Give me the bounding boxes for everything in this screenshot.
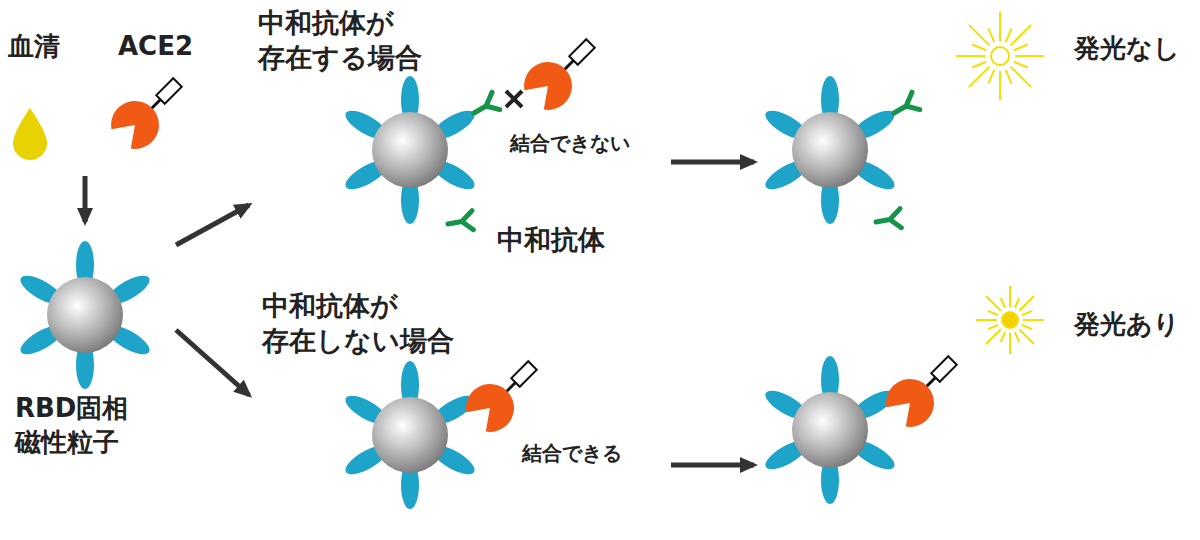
ace2-symbol bbox=[524, 39, 595, 110]
binding-note: 結合できない bbox=[510, 130, 630, 156]
reagent-label: 血清 bbox=[8, 30, 60, 64]
ace2-symbol bbox=[111, 78, 182, 149]
star-ray bbox=[1006, 70, 1012, 84]
star-ray bbox=[989, 28, 995, 42]
star-ray bbox=[976, 319, 997, 321]
antibody-label: 中和抗体 bbox=[497, 222, 605, 257]
step-group: 発光なし bbox=[760, 5, 1192, 265]
step-group: 中和抗体が 存在する場合結合できない中和抗体 bbox=[255, 5, 665, 270]
star-ray bbox=[1015, 55, 1044, 57]
star-ray bbox=[988, 311, 998, 315]
step-group: 血清 ACE2 bbox=[5, 10, 215, 170]
star-ray bbox=[1009, 286, 1011, 307]
cross-mark bbox=[506, 91, 522, 107]
antibody-symbol bbox=[890, 92, 922, 121]
star-ray bbox=[1014, 45, 1028, 51]
star-ray bbox=[1014, 62, 1028, 68]
step-group: RBD固相 磁性粒子 bbox=[5, 228, 170, 478]
condition-heading: 中和抗体が 存在しない場合 bbox=[262, 288, 454, 358]
light-star bbox=[976, 286, 1044, 354]
no-light-star bbox=[956, 12, 1044, 100]
condition-heading: 中和抗体が 存在する場合 bbox=[258, 5, 422, 75]
star-ray bbox=[1001, 332, 1005, 342]
star-ray bbox=[956, 55, 985, 57]
magnetic-particle bbox=[341, 361, 478, 509]
star-ray bbox=[1011, 25, 1032, 46]
star-ray bbox=[999, 71, 1001, 100]
reagent-label: ACE2 bbox=[118, 30, 193, 64]
star-core bbox=[991, 47, 1009, 65]
star-core bbox=[1002, 312, 1018, 328]
star-ray bbox=[1022, 325, 1032, 329]
magnetic-particle bbox=[761, 76, 898, 224]
magnetic-particle bbox=[761, 356, 898, 504]
step-group: 中和抗体が 存在しない場合結合できる bbox=[255, 285, 665, 535]
ace2-symbol bbox=[466, 361, 537, 432]
star-ray bbox=[1019, 296, 1034, 311]
star-ray bbox=[989, 70, 995, 84]
serum-drop bbox=[13, 108, 47, 160]
magnetic-particle bbox=[341, 76, 478, 224]
binding-note: 結合できる bbox=[522, 440, 622, 466]
flow-arrow bbox=[83, 176, 88, 222]
star-ray bbox=[1011, 67, 1032, 88]
flow-arrow bbox=[176, 330, 249, 395]
antibody-symbol bbox=[470, 92, 502, 121]
star-ray bbox=[1019, 329, 1034, 344]
star-ray bbox=[1022, 311, 1032, 315]
ace2-symbol bbox=[886, 356, 957, 427]
star-ray bbox=[986, 329, 1001, 344]
star-ray bbox=[969, 67, 990, 88]
star-ray bbox=[999, 12, 1001, 41]
star-ray bbox=[972, 45, 986, 51]
magnetic-particle bbox=[16, 241, 153, 389]
flow-arrow bbox=[671, 463, 754, 468]
star-ray bbox=[1001, 298, 1005, 308]
star-ray bbox=[1006, 28, 1012, 42]
star-ray bbox=[1015, 332, 1019, 342]
antibody-symbol bbox=[874, 209, 903, 232]
flow-arrow bbox=[176, 205, 249, 245]
star-ray bbox=[986, 296, 1001, 311]
star-ray bbox=[988, 325, 998, 329]
star-ray bbox=[972, 62, 986, 68]
star-ray bbox=[969, 25, 990, 46]
flow-arrow bbox=[671, 160, 754, 165]
star-ray bbox=[1015, 298, 1019, 308]
particle-label: RBD固相 磁性粒子 bbox=[15, 392, 128, 460]
star-ray bbox=[1023, 319, 1044, 321]
result-label: 発光あり bbox=[1074, 308, 1180, 342]
result-label: 発光なし bbox=[1074, 32, 1180, 66]
step-group: 発光あり bbox=[760, 285, 1192, 535]
star-ray bbox=[1009, 333, 1011, 354]
antibody-symbol bbox=[446, 211, 475, 234]
